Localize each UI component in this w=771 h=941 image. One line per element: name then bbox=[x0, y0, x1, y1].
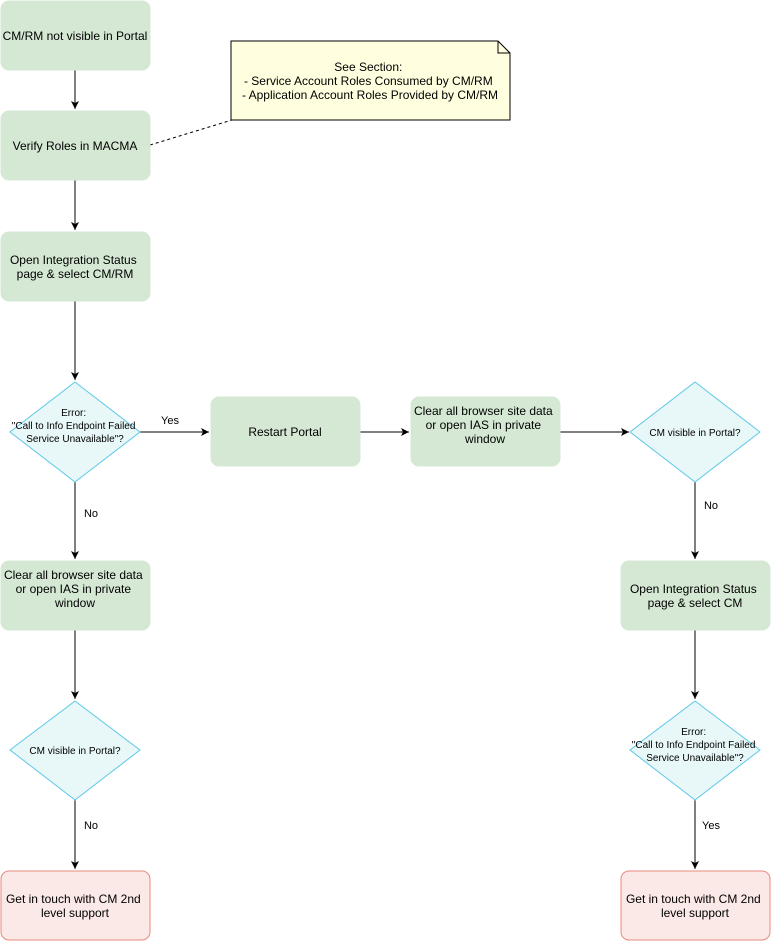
decision-error-2: Error: "Call to Info Endpoint Failed Ser… bbox=[629, 700, 761, 801]
node-line: window bbox=[464, 432, 505, 446]
node-line: Open Integration Status bbox=[10, 253, 137, 267]
node-line: window bbox=[54, 596, 95, 610]
note-see-section: See Section: - Service Account Roles Con… bbox=[230, 40, 511, 121]
node-open-integration-cmrm: Open Integration Status page & select CM… bbox=[0, 231, 151, 302]
node-line: level support bbox=[661, 906, 730, 920]
decision-visible-left-label: CM visible in Portal? bbox=[29, 746, 121, 757]
node-clear-browser-top: Clear all browser site data or open IAS … bbox=[410, 396, 561, 467]
node-open-integration-cm: Open Integration Status page & select CM bbox=[620, 560, 771, 631]
node-restart-portal-label: Restart Portal bbox=[248, 425, 321, 439]
decision-visible-left: CM visible in Portal? bbox=[9, 700, 141, 801]
decision-line: "Call to Info Endpoint Failed bbox=[632, 740, 756, 751]
svg-text:Get in touch with CM 2nd: Get in touch with CM 2nd level support bbox=[626, 892, 764, 920]
svg-text:Open Integration Status: Open Integration Status page & select CM bbox=[630, 582, 760, 610]
node-line: Get in touch with CM 2nd bbox=[626, 892, 761, 906]
decision-line: Error: bbox=[61, 408, 86, 419]
node-end-right: Get in touch with CM 2nd level support bbox=[620, 870, 771, 941]
svg-text:Open Integration Status: Open Integration Status page & select CM… bbox=[10, 253, 140, 281]
node-start: CM/RM not visible in Portal bbox=[0, 0, 151, 71]
node-line: page & select CM bbox=[648, 596, 743, 610]
svg-text:Get in touch with CM 2nd: Get in touch with CM 2nd level support bbox=[6, 892, 144, 920]
node-line: or open IAS in private bbox=[426, 418, 542, 432]
node-line: page & select CM/RM bbox=[17, 267, 134, 281]
note-connector bbox=[149, 119, 233, 146]
decision-line: Service Unavailable"? bbox=[26, 434, 124, 445]
decision-error-1: Error: "Call to Info Endpoint Failed Ser… bbox=[9, 381, 141, 483]
node-line: Clear all browser site data bbox=[414, 404, 553, 418]
node-line: Get in touch with CM 2nd bbox=[6, 892, 141, 906]
note-line: See Section: bbox=[334, 60, 402, 74]
decision-line: Service Unavailable"? bbox=[646, 753, 744, 764]
svg-text:Error: "Call to Info End: Error: "Call to Info Endpoint Failed Ser… bbox=[632, 727, 758, 764]
decision-visible-right: CM visible in Portal? bbox=[629, 381, 761, 483]
decision-line: Error: bbox=[681, 727, 706, 738]
node-restart-portal: Restart Portal bbox=[210, 396, 361, 467]
node-verify-roles: Verify Roles in MACMA bbox=[0, 110, 151, 181]
node-clear-browser-left: Clear all browser site data or open IAS … bbox=[0, 560, 151, 631]
svg-text:Clear all browser site data: Clear all browser site data or open IAS … bbox=[4, 568, 146, 610]
edge-label-visible-left-no: No bbox=[84, 820, 98, 832]
note-line: - Application Account Roles Provided by … bbox=[242, 88, 498, 102]
node-line: level support bbox=[41, 906, 110, 920]
decision-visible-right-label: CM visible in Portal? bbox=[649, 428, 741, 439]
node-line: Clear all browser site data bbox=[4, 568, 143, 582]
decision-line: "Call to Info Endpoint Failed bbox=[12, 421, 136, 432]
note-line: - Service Account Roles Consumed by CM/R… bbox=[244, 74, 493, 88]
svg-text:See Section: - Service A: See Section: - Service Account Roles Con… bbox=[242, 60, 498, 102]
edge-label-error1-yes: Yes bbox=[161, 415, 179, 427]
edge-label-error1-no: No bbox=[84, 508, 98, 520]
node-verify-roles-label: Verify Roles in MACMA bbox=[13, 139, 138, 153]
edge-label-error2-yes: Yes bbox=[702, 820, 720, 832]
edge-label-visible-right-no: No bbox=[704, 500, 718, 512]
node-line: or open IAS in private bbox=[16, 582, 132, 596]
node-end-left: Get in touch with CM 2nd level support bbox=[0, 870, 151, 941]
svg-text:Error: "Call to Info End: Error: "Call to Info Endpoint Failed Ser… bbox=[12, 408, 138, 445]
node-start-label: CM/RM not visible in Portal bbox=[3, 29, 148, 43]
node-line: Open Integration Status bbox=[630, 582, 757, 596]
svg-text:Clear all browser site data: Clear all browser site data or open IAS … bbox=[414, 404, 556, 446]
